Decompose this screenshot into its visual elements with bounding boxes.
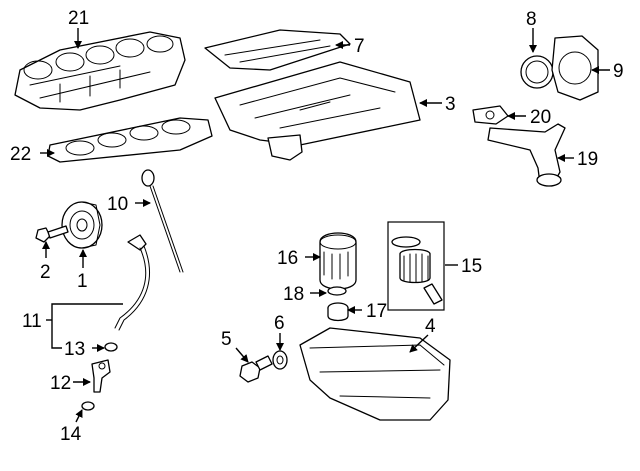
callout-3: 3 xyxy=(445,94,456,115)
drain-plug-17-part xyxy=(327,302,349,322)
o-ring-18-part xyxy=(327,286,347,296)
callout-9: 9 xyxy=(613,61,624,82)
drain-gasket-part xyxy=(272,350,288,370)
oil-seal-part xyxy=(520,55,554,89)
manifold-gasket-part xyxy=(47,117,213,163)
callout-13: 13 xyxy=(64,339,85,360)
o-ring-13-part xyxy=(104,342,118,352)
drain-plug-part xyxy=(239,355,273,383)
strainer-gasket-part xyxy=(472,105,509,125)
callout-5: 5 xyxy=(221,329,232,350)
callout-1: 1 xyxy=(77,271,88,292)
baffle-plate-part xyxy=(204,29,351,71)
callout-2: 2 xyxy=(40,262,51,283)
leader-lines xyxy=(40,28,610,423)
filter-element-part xyxy=(391,236,443,305)
pulley-bolt-part xyxy=(35,225,69,243)
callout-15: 15 xyxy=(461,256,482,277)
callout-6: 6 xyxy=(274,313,285,334)
upper-oil-pan-part xyxy=(214,61,421,161)
dipstick-guide-part xyxy=(91,359,111,393)
callout-14: 14 xyxy=(60,424,82,445)
intake-manifold-part xyxy=(14,31,186,111)
dipstick-part xyxy=(141,169,184,273)
callout-17: 17 xyxy=(366,301,387,322)
callout-22: 22 xyxy=(10,144,31,165)
callout-labels: 21 7 3 8 9 20 19 22 10 2 1 16 15 18 17 1… xyxy=(10,8,624,445)
callout-4: 4 xyxy=(425,316,436,337)
filter-housing-part xyxy=(319,232,357,290)
oil-pan-part xyxy=(299,327,451,421)
callout-16: 16 xyxy=(277,248,298,269)
callout-8: 8 xyxy=(526,9,537,30)
callout-20: 20 xyxy=(530,107,551,128)
o-ring-14-part xyxy=(81,401,95,411)
oil-strainer-part xyxy=(487,123,566,187)
callout-19: 19 xyxy=(577,149,598,170)
callout-7: 7 xyxy=(354,36,365,57)
callout-11: 11 xyxy=(22,311,42,332)
crankshaft-pulley-part xyxy=(61,201,103,249)
callout-21: 21 xyxy=(68,8,89,29)
callout-18: 18 xyxy=(283,284,304,305)
rear-cover-part xyxy=(551,35,599,101)
callout-10: 10 xyxy=(107,194,128,215)
dipstick-tube-part xyxy=(114,234,151,331)
callout-12: 12 xyxy=(50,373,71,394)
